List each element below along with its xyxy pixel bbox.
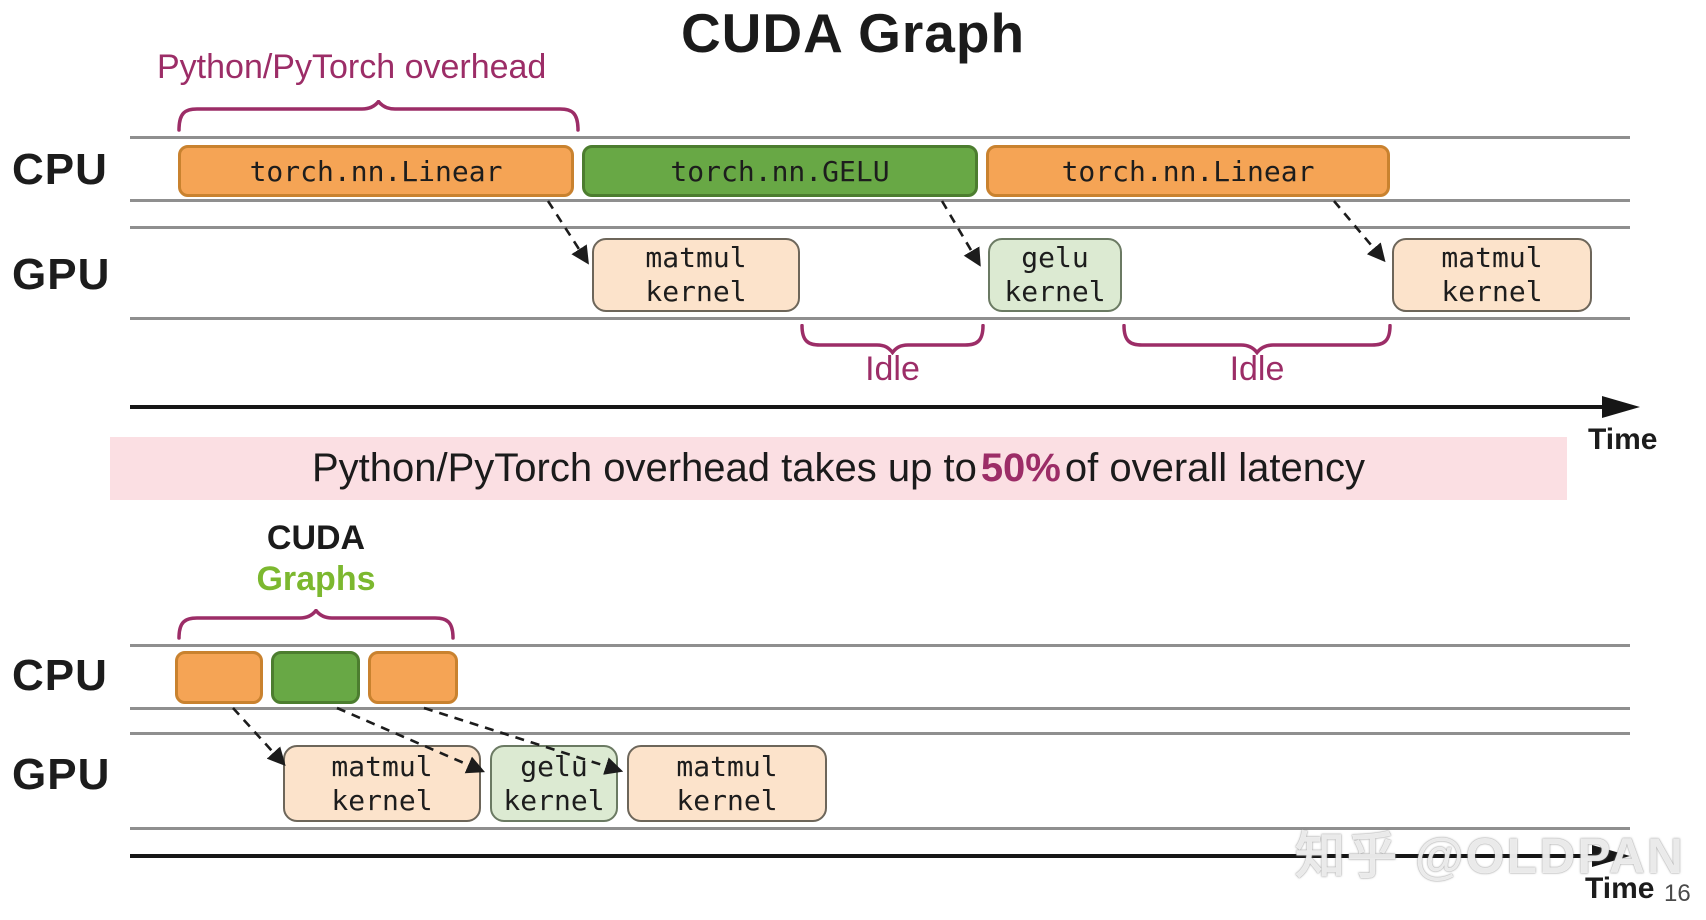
python-pytorch-overhead-label: Python/PyTorch overhead (157, 48, 547, 86)
idle-label-1: Idle (865, 350, 920, 388)
gpu-block-matmul-2-bottom: matmul kernel (627, 745, 827, 822)
cpu-miniblock-linear-1 (175, 651, 263, 704)
slide-title: CUDA Graph (680, 2, 1026, 64)
gpu-lane-top-line-2 (130, 732, 1630, 735)
idle-brace-icon-2 (1122, 324, 1392, 355)
dispatch-arrow-icon-2 (940, 200, 981, 267)
gpu-block-label: gelu kernel (1004, 241, 1106, 308)
gpu-block-label: matmul kernel (645, 241, 747, 308)
gpu-block-label: matmul kernel (331, 749, 433, 817)
cpu-miniblock-linear-2 (368, 651, 458, 704)
gpu-block-gelu: gelu kernel (988, 238, 1122, 312)
dispatch-arrow-icon-3 (1333, 200, 1386, 263)
cpu-block-gelu: torch.nn.GELU (582, 145, 978, 197)
cpu-block-label: torch.nn.Linear (249, 154, 503, 188)
cpu-lane-bottom-line (130, 199, 1630, 202)
overhead-brace-icon (177, 100, 580, 132)
gpu-lane-bottom-line-2 (130, 827, 1630, 830)
banner-text-after: of overall latency (1064, 446, 1366, 490)
time-axis-arrowhead-top (1602, 396, 1640, 418)
gpu-block-label: matmul kernel (1441, 241, 1543, 308)
gpu-block-matmul-2: matmul kernel (1392, 238, 1592, 312)
overhead-callout-banner: Python/PyTorch overhead takes up to 50% … (110, 437, 1567, 500)
page-number: 16 (1664, 880, 1691, 907)
gpu-row-label: GPU (12, 250, 111, 299)
gpu-lane-bottom-line (130, 317, 1630, 320)
cuda-graphs-label-line1: CUDA (266, 519, 366, 557)
dispatch-arrow-icon-1 (546, 200, 589, 265)
cpu-miniblock-gelu (271, 651, 360, 704)
cpu-block-linear-1: torch.nn.Linear (178, 145, 574, 197)
idle-label-2: Idle (1229, 350, 1285, 388)
time-axis-label-top: Time (1588, 423, 1658, 456)
gpu-block-gelu-bottom: gelu kernel (490, 745, 618, 822)
cuda-graphs-brace-icon (177, 609, 455, 640)
gpu-lane-top-line (130, 226, 1630, 229)
gpu-row-label-bottom: GPU (12, 750, 111, 799)
gpu-block-label: matmul kernel (676, 749, 778, 817)
banner-text-before: Python/PyTorch overhead takes up to (311, 446, 977, 490)
cuda-graphs-label-line2: Graphs (256, 560, 376, 598)
cpu-block-label: torch.nn.GELU (670, 154, 890, 188)
watermark: 知乎 @OLDPAN (1295, 828, 1686, 884)
gpu-block-label: gelu kernel (503, 749, 605, 817)
cpu-lane-top-line-2 (130, 644, 1630, 647)
cpu-block-linear-2: torch.nn.Linear (986, 145, 1390, 197)
gpu-block-matmul-1-bottom: matmul kernel (283, 745, 481, 822)
banner-highlight-50pct: 50% (980, 446, 1061, 490)
cpu-row-label-bottom: CPU (12, 651, 108, 700)
cpu-lane-top-line (130, 136, 1630, 139)
time-axis-label-bottom: Time (1585, 872, 1655, 905)
idle-brace-icon-1 (800, 324, 985, 355)
dispatch-arrow-icon-4 (232, 707, 286, 767)
cpu-lane-bottom-line-2 (130, 707, 1630, 710)
cpu-block-label: torch.nn.Linear (1061, 154, 1315, 188)
gpu-block-matmul-1: matmul kernel (592, 238, 800, 312)
cpu-row-label: CPU (12, 145, 108, 194)
